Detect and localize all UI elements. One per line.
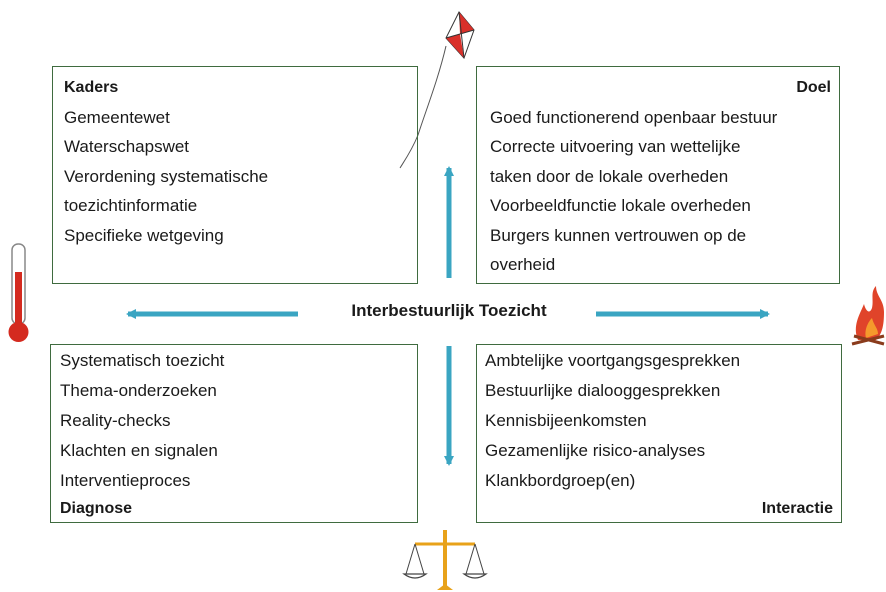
center-title: Interbestuurlijk Toezicht xyxy=(351,301,547,320)
scale-icon xyxy=(402,530,488,590)
doel-box: Doel Goed functionerend openbaar bestuur… xyxy=(476,66,840,284)
doel-item: taken door de lokale overheden xyxy=(490,166,729,186)
kaders-item: Verordening systematische xyxy=(64,166,269,186)
interactie-item: Ambtelijke voortgangsgesprekken xyxy=(485,351,741,370)
interactie-item: Bestuurlijke dialooggesprekken xyxy=(485,381,721,400)
diagnose-item: Thema-onderzoeken xyxy=(60,381,217,400)
thermometer-icon xyxy=(8,243,29,342)
diagnose-title: Diagnose xyxy=(60,500,133,517)
interactie-title: Interactie xyxy=(761,500,833,517)
interactie-item: Gezamenlijke risico-analyses xyxy=(485,441,706,460)
kaders-item: Gemeentewet xyxy=(64,107,170,127)
diagnose-item: Klachten en signalen xyxy=(60,441,218,460)
diagnose-item: Reality-checks xyxy=(60,411,171,430)
kaders-item: Waterschapswet xyxy=(64,137,190,156)
diagnose-box: Systematisch toezicht Thema-onderzoeken … xyxy=(50,344,418,523)
kaders-box: Kaders Gemeentewet Waterschapswet Verord… xyxy=(52,66,418,284)
doel-item: overheid xyxy=(490,255,556,274)
doel-item: Voorbeeldfunctie lokale overheden xyxy=(490,196,751,215)
interactie-box: Ambtelijke voortgangsgesprekken Bestuurl… xyxy=(476,344,842,523)
interactie-item: Kennisbijeenkomsten xyxy=(485,411,647,430)
diagnose-item: Interventieproces xyxy=(60,471,191,490)
kaders-item: toezichtinformatie xyxy=(64,196,198,215)
kaders-title: Kaders xyxy=(64,79,119,96)
doel-item: Burgers kunnen vertrouwen op de xyxy=(490,225,747,245)
doel-title: Doel xyxy=(796,79,831,96)
kite-icon xyxy=(399,11,475,169)
interactie-item: Klankbordgroep(en) xyxy=(485,471,636,490)
doel-item: Correcte uitvoering van wettelijke xyxy=(490,137,741,156)
diagnose-item: Systematisch toezicht xyxy=(60,351,225,370)
kaders-item: Specifieke wetgeving xyxy=(64,225,224,245)
fire-icon xyxy=(851,286,885,346)
doel-item: Goed functionerend openbaar bestuur xyxy=(490,107,778,127)
